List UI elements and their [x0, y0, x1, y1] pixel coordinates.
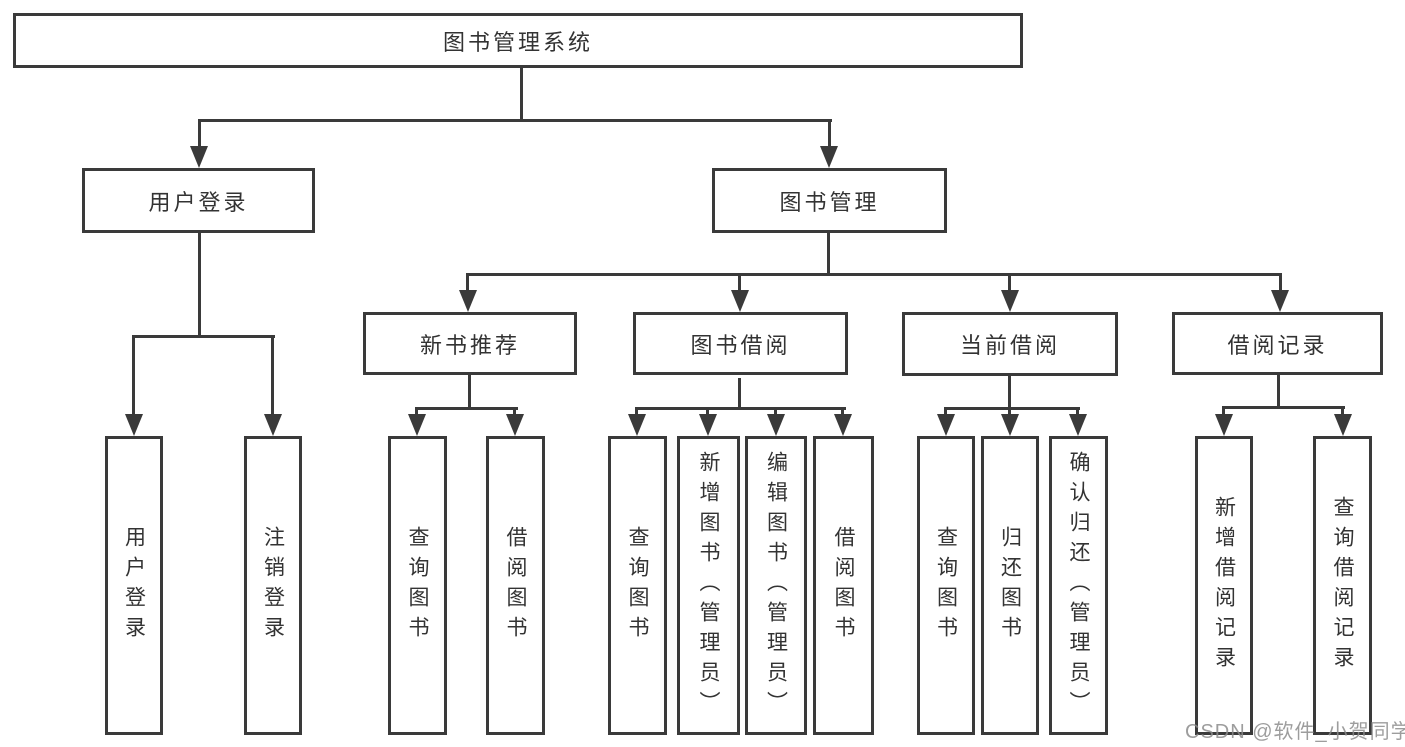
connector-line [738, 378, 741, 410]
arrowhead-down-icon [125, 414, 143, 436]
arrowhead-down-icon [1001, 414, 1019, 436]
leaf-add-borrow-record: 新增借阅记录 [1195, 436, 1253, 735]
connector-line [1279, 276, 1282, 294]
leaf-user-login: 用户登录 [105, 436, 163, 735]
connector-line [1008, 376, 1011, 410]
connector-line [635, 407, 846, 410]
node-label: 图书管理系统 [442, 29, 593, 55]
connector-line [1008, 276, 1011, 294]
node-new-book-recommend: 新书推荐 [363, 312, 577, 375]
leaf-label: 借阅图书 [832, 525, 855, 646]
leaf-label: 借阅图书 [504, 525, 527, 646]
arrowhead-down-icon [937, 414, 955, 436]
leaf-label: 编辑图书（管理员） [764, 450, 788, 721]
connector-line [198, 233, 201, 338]
connector-line [466, 276, 469, 294]
leaf-label: 用户登录 [122, 525, 146, 646]
connector-line [1222, 409, 1225, 418]
arrowhead-down-icon [264, 414, 282, 436]
arrowhead-down-icon [408, 414, 426, 436]
leaf-add-books-admin: 新增图书（管理员） [677, 436, 740, 735]
leaf-label: 查询图书 [406, 525, 429, 646]
node-book-management-branch: 图书管理 [712, 168, 947, 233]
leaf-edit-books-admin: 编辑图书（管理员） [745, 436, 807, 735]
node-label: 当前借阅 [959, 333, 1060, 358]
connector-line [944, 407, 1080, 410]
node-borrowing-records: 借阅记录 [1172, 312, 1383, 375]
connector-line [1341, 409, 1344, 418]
connector-line [738, 276, 741, 294]
leaf-label: 新增借阅记录 [1212, 495, 1236, 676]
connector-line [827, 233, 830, 276]
node-book-borrowing: 图书借阅 [633, 312, 848, 375]
leaf-label: 查询借阅记录 [1331, 495, 1354, 676]
arrowhead-down-icon [628, 414, 646, 436]
arrowhead-down-icon [1069, 414, 1087, 436]
leaf-label: 查询图书 [934, 525, 958, 646]
leaf-label: 归还图书 [998, 525, 1022, 646]
leaf-label: 查询图书 [626, 525, 649, 646]
arrowhead-down-icon [190, 146, 208, 168]
leaf-label: 注销登录 [261, 525, 285, 646]
leaf-logout: 注销登录 [244, 436, 302, 735]
leaf-return-books: 归还图书 [981, 436, 1039, 735]
leaf-query-borrow-record: 查询借阅记录 [1313, 436, 1372, 735]
arrowhead-down-icon [699, 414, 717, 436]
leaf-query-books-current: 查询图书 [917, 436, 975, 735]
node-label: 图书管理 [779, 189, 880, 215]
arrowhead-down-icon [731, 290, 749, 312]
connector-line [132, 335, 275, 338]
connector-line [468, 375, 471, 410]
node-label: 用户登录 [148, 189, 249, 215]
node-label: 新书推荐 [419, 332, 520, 358]
leaf-borrow-books-recommend: 借阅图书 [486, 436, 545, 735]
connector-line [466, 273, 1282, 276]
leaf-query-books-borrowing: 查询图书 [608, 436, 667, 735]
watermark: CSDN @软件_小贺同学 [1185, 721, 1405, 743]
leaf-confirm-return-admin: 确认归还（管理员） [1049, 436, 1108, 735]
connector-line [415, 407, 518, 410]
arrowhead-down-icon [506, 414, 524, 436]
arrowhead-down-icon [1334, 414, 1352, 436]
connector-line [1222, 406, 1345, 409]
node-label: 图书借阅 [690, 332, 791, 358]
node-label: 借阅记录 [1227, 332, 1328, 358]
leaf-label: 确认归还（管理员） [1067, 450, 1090, 721]
connector-line [271, 338, 274, 418]
connector-line [520, 68, 523, 122]
connector-line [1277, 375, 1280, 409]
connector-line [198, 119, 832, 122]
arrowhead-down-icon [820, 146, 838, 168]
connector-line [132, 338, 135, 418]
arrowhead-down-icon [459, 290, 477, 312]
arrowhead-down-icon [834, 414, 852, 436]
node-user-login-branch: 用户登录 [82, 168, 315, 233]
arrowhead-down-icon [1215, 414, 1233, 436]
node-library-management-system: 图书管理系统 [13, 13, 1023, 68]
leaf-borrow-books: 借阅图书 [813, 436, 874, 735]
arrowhead-down-icon [767, 414, 785, 436]
leaf-label: 新增图书（管理员） [697, 450, 720, 721]
node-current-borrowing: 当前借阅 [902, 312, 1118, 376]
arrowhead-down-icon [1271, 290, 1289, 312]
connector-line [198, 122, 201, 149]
connector-line [828, 122, 831, 149]
arrowhead-down-icon [1001, 290, 1019, 312]
leaf-query-books-recommend: 查询图书 [388, 436, 447, 735]
